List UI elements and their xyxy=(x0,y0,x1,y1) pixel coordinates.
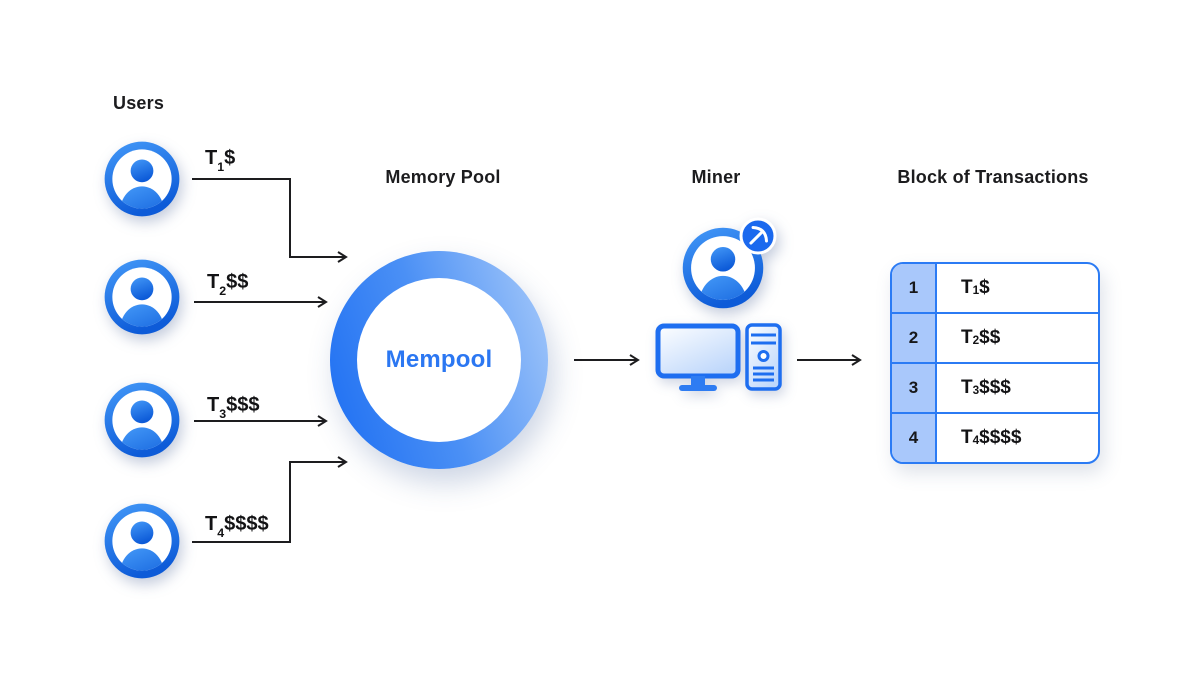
mempool-label: Mempool xyxy=(385,346,493,373)
pickaxe-icon xyxy=(739,217,777,255)
tx-fee: $$$ xyxy=(979,377,1011,398)
tx-fee: $$$$ xyxy=(224,513,269,535)
block-row-index: 3 xyxy=(892,364,937,414)
tx-subscript: 2 xyxy=(219,284,227,298)
arrow-tx1-to-mempool xyxy=(192,178,348,263)
tx-subscript: 3 xyxy=(972,383,980,397)
user-avatar-icon xyxy=(103,381,181,464)
miner-avatar-icon xyxy=(681,217,777,310)
tx-symbol: T xyxy=(961,377,973,398)
tx-symbol: T xyxy=(205,513,218,535)
miner-title: Miner xyxy=(691,167,741,187)
tx-symbol: T xyxy=(961,277,973,298)
desktop-computer-icon xyxy=(654,322,796,399)
memory-pool-title: Memory Pool xyxy=(385,167,501,187)
tx-fee: $ xyxy=(224,147,236,169)
tx-symbol: T xyxy=(205,147,218,169)
block-title: Block of Transactions xyxy=(897,167,1089,187)
tx-fee: $ xyxy=(979,277,990,298)
tx-subscript: 1 xyxy=(972,283,980,297)
arrow-tx4-to-mempool xyxy=(192,456,348,543)
block-row-index: 4 xyxy=(892,414,937,462)
tx-fee: $$ xyxy=(979,327,1001,348)
tx-symbol: T xyxy=(961,427,973,448)
block-row-index: 2 xyxy=(892,314,937,364)
tx-subscript: 3 xyxy=(219,407,227,421)
mempool-inner-circle: Mempool xyxy=(357,278,521,442)
users-title: Users xyxy=(113,93,165,113)
user-avatar-icon xyxy=(103,502,181,585)
user-avatar-icon xyxy=(103,140,181,223)
tx-subscript: 4 xyxy=(217,526,225,540)
tx-fee: $$ xyxy=(226,271,249,293)
transaction-label-1: T1$ xyxy=(205,147,236,174)
transaction-label-2: T2$$ xyxy=(207,271,249,298)
tx-symbol: T xyxy=(207,394,220,416)
tx-fee: $$$$ xyxy=(979,427,1022,448)
tx-fee: $$$ xyxy=(226,394,260,416)
tx-symbol: T xyxy=(961,327,973,348)
tx-symbol: T xyxy=(207,271,220,293)
mempool-circle: Mempool xyxy=(330,251,548,469)
tx-subscript: 1 xyxy=(217,160,225,174)
block-row-index: 1 xyxy=(892,264,937,314)
user-avatar-icon xyxy=(103,258,181,341)
tx-subscript: 4 xyxy=(972,433,980,447)
transaction-label-4: T4$$$$ xyxy=(205,513,269,540)
tx-subscript: 2 xyxy=(972,333,980,347)
transaction-label-3: T3$$$ xyxy=(207,394,260,421)
